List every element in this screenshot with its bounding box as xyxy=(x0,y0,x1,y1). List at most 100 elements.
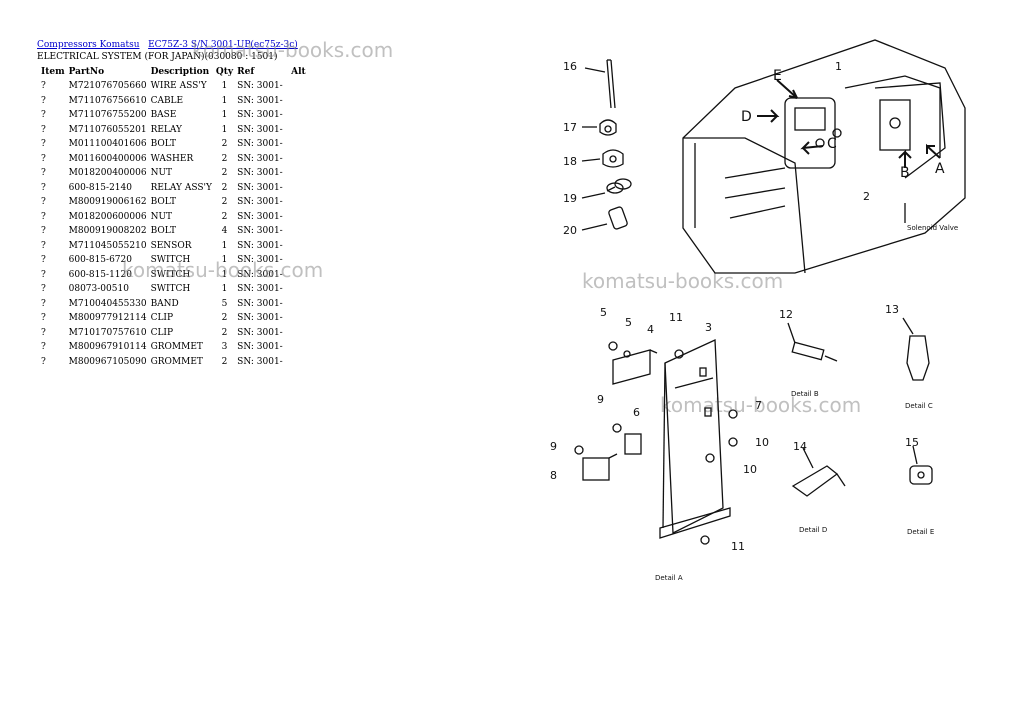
cell-partno: 600-815-6720 xyxy=(68,255,132,266)
cell-ref: SN: 3001- xyxy=(237,81,283,92)
cell-alt xyxy=(289,297,313,312)
cell-partno: M018200400006 xyxy=(68,168,147,179)
cell-ref: SN: 3001- xyxy=(237,298,283,309)
callout-12: 12 xyxy=(779,308,793,321)
detail-e-label: Detail E xyxy=(907,528,934,536)
breadcrumb-link-compressors[interactable]: Compressors Komatsu xyxy=(37,40,140,50)
cell-partno: M711045055210 xyxy=(68,240,147,251)
part-11-bolt-icon xyxy=(674,349,710,545)
cell-qty: 1 xyxy=(221,110,228,121)
cell-qty: 1 xyxy=(221,255,228,266)
cell-partno: M721076705660 xyxy=(68,81,147,92)
callout-6: 6 xyxy=(633,406,640,419)
cell-item: ? xyxy=(41,211,46,222)
callout-2: 2 xyxy=(863,190,870,203)
cell-alt xyxy=(289,326,313,341)
part-16-cable-tie-icon xyxy=(584,59,616,109)
cell-partno: M800967105090 xyxy=(68,356,147,367)
cell-alt xyxy=(289,166,313,181)
breadcrumb: Compressors Komatsu EC75Z-3 S/N 3001-UP(… xyxy=(37,40,298,51)
detail-a-label: Detail A xyxy=(655,574,683,582)
detail-a-bracket-plate xyxy=(659,339,731,539)
cell-alt xyxy=(289,79,313,94)
cell-partno: M711076055201 xyxy=(68,124,147,135)
cell-ref: SN: 3001- xyxy=(237,269,283,280)
cell-ref: SN: 3001- xyxy=(237,327,283,338)
cell-description: SWITCH xyxy=(150,284,191,295)
cell-alt xyxy=(289,224,313,239)
cell-description: BOLT xyxy=(150,197,176,208)
detail-b-label: Detail B xyxy=(791,390,819,398)
cell-alt xyxy=(289,123,313,138)
cell-item: ? xyxy=(41,81,46,92)
cell-qty: 1 xyxy=(221,284,228,295)
cell-partno: M711076756610 xyxy=(68,95,147,106)
cell-alt xyxy=(289,137,313,152)
cell-item: ? xyxy=(41,110,46,121)
breadcrumb-link-model[interactable]: EC75Z-3 S/N 3001-UP(ec75z-3c) xyxy=(148,40,298,50)
cell-description: RELAY xyxy=(150,124,182,135)
cell-partno: M710040455330 xyxy=(68,298,147,309)
cell-ref: SN: 3001- xyxy=(237,182,283,193)
cell-item: ? xyxy=(41,95,46,106)
cell-item: ? xyxy=(41,168,46,179)
cell-alt xyxy=(289,311,313,326)
cell-ref: SN: 3001- xyxy=(237,313,283,324)
cell-description: WASHER xyxy=(150,153,194,164)
cell-item: ? xyxy=(41,240,46,251)
cell-alt xyxy=(289,94,313,109)
cell-partno: M711076755200 xyxy=(68,110,147,121)
cell-ref: SN: 3001- xyxy=(237,226,283,237)
part-18-clip-icon xyxy=(581,149,624,168)
cell-ref: SN: 3001- xyxy=(237,211,283,222)
cell-item: ? xyxy=(41,313,46,324)
cell-description: BASE xyxy=(150,110,177,121)
cell-partno: 600-815-2140 xyxy=(68,182,132,193)
cell-partno: M800919008202 xyxy=(68,226,147,237)
cell-qty: 1 xyxy=(221,124,228,135)
detail-c-switch-icon xyxy=(902,317,930,381)
cell-ref: SN: 3001- xyxy=(237,139,283,150)
cell-alt xyxy=(289,181,313,196)
cell-item: ? xyxy=(41,342,46,353)
cell-ref: SN: 3001- xyxy=(237,168,283,179)
cell-alt xyxy=(289,108,313,123)
part-10-nut-icon xyxy=(705,409,738,463)
header-ref: Ref xyxy=(237,67,255,77)
callout-20: 20 xyxy=(563,224,577,237)
cell-ref: SN: 3001- xyxy=(237,153,283,164)
cell-ref: SN: 3001- xyxy=(237,124,283,135)
view-label-c: C xyxy=(827,136,837,152)
view-label-d: D xyxy=(741,109,752,125)
view-arrow-a-icon xyxy=(926,143,941,159)
cell-partno: M800967910114 xyxy=(68,342,147,353)
callout-16: 16 xyxy=(563,60,577,73)
cell-partno: 08073-00510 xyxy=(68,284,129,295)
cell-ref: SN: 3001- xyxy=(237,197,283,208)
callout-18: 18 xyxy=(563,155,577,168)
cell-alt xyxy=(289,355,313,370)
cell-description: BAND xyxy=(150,298,179,309)
cell-item: ? xyxy=(41,356,46,367)
cell-qty: 2 xyxy=(221,168,228,179)
part-5-bolt-icon xyxy=(608,341,631,358)
cell-qty: 3 xyxy=(221,342,228,353)
header-description: Description xyxy=(150,67,210,77)
detail-e-switch-icon xyxy=(909,445,933,485)
cell-ref: SN: 3001- xyxy=(237,356,283,367)
cell-item: ? xyxy=(41,139,46,150)
cell-alt xyxy=(289,195,313,210)
cell-qty: 1 xyxy=(221,95,228,106)
cell-item: ? xyxy=(41,269,46,280)
